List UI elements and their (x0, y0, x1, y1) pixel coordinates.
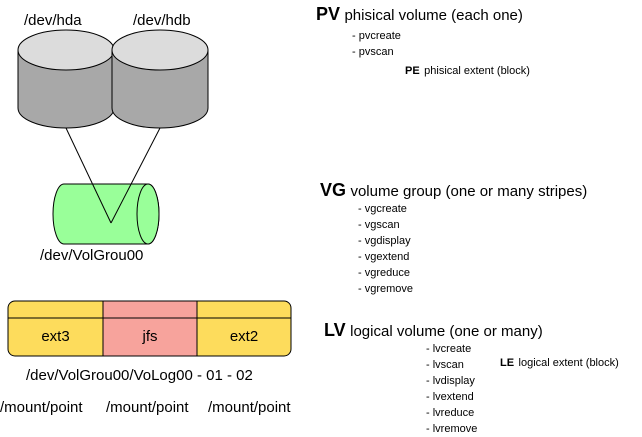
lv-command: - lvscan (426, 359, 464, 371)
le-text: logical extent (block) (518, 357, 619, 369)
lv-command-list: - lvcreate - lvscan - lvdisplay - lvexte… (426, 341, 477, 437)
pe-text: phisical extent (block) (424, 65, 530, 77)
partition-ext2-label: ext2 (229, 328, 259, 345)
vg-command: - vgreduce (358, 267, 410, 279)
partition-ext3-label: ext3 (41, 328, 70, 345)
partition-ext3 (7, 300, 104, 357)
mount-point-2: /mount/point (106, 399, 189, 416)
vg-abbr: VG (320, 180, 347, 200)
logical-volume-label: /dev/VolGrou00/VoLog00 - 01 - 02 (26, 367, 253, 384)
mount-point-1: /mount/point (0, 399, 83, 416)
lv-command: - lvreduce (426, 407, 475, 419)
partition-jfs-label: jfs (142, 328, 158, 345)
vg-command-list: - vgcreate - vgscan - vgdisplay - vgexte… (358, 201, 413, 297)
le-note: LE logical extent (block) (500, 353, 619, 371)
pv-command: - pvcreate (352, 30, 401, 42)
pv-command-list: - pvcreate - pvscan (352, 28, 401, 60)
vg-heading: VG volume group (one or many stripes) (320, 180, 587, 201)
lv-heading: LV logical volume (one or many) (324, 320, 543, 341)
disk-hdb-label: /dev/hdb (133, 12, 191, 29)
pv-command: - pvscan (352, 46, 394, 58)
disk-hdb-icon (111, 29, 209, 129)
volume-group-label: /dev/VolGrou00 (40, 247, 144, 264)
connector-hdb (110, 127, 161, 224)
lv-title: logical volume (one or many) (350, 323, 543, 340)
lv-abbr: LV (324, 320, 346, 340)
connector-hda (65, 127, 112, 224)
mount-point-3: /mount/point (208, 399, 291, 416)
pv-title: phisical volume (each one) (344, 7, 523, 24)
pv-heading: PV phisical volume (each one) (316, 4, 523, 25)
lv-command: - lvremove (426, 423, 478, 435)
partition-jfs (102, 300, 198, 357)
vg-title: volume group (one or many stripes) (350, 183, 588, 200)
vg-command: - vgscan (358, 219, 400, 231)
partition-ext2 (196, 300, 292, 357)
volume-group-icon (52, 183, 160, 245)
pe-note: PE phisical extent (block) (405, 61, 530, 79)
lv-command: - lvdisplay (426, 375, 475, 387)
disk-hda-label: /dev/hda (24, 12, 82, 29)
vg-command: - vgdisplay (358, 235, 411, 247)
le-abbr: LE (500, 357, 515, 369)
lv-command: - lvcreate (426, 343, 472, 355)
pv-abbr: PV (316, 4, 341, 24)
vg-command: - vgremove (358, 283, 414, 295)
disk-hda-icon (17, 29, 115, 129)
vg-command: - vgcreate (358, 203, 407, 215)
vg-command: - vgextend (358, 251, 410, 263)
pe-abbr: PE (405, 65, 420, 77)
lv-command: - lvextend (426, 391, 474, 403)
